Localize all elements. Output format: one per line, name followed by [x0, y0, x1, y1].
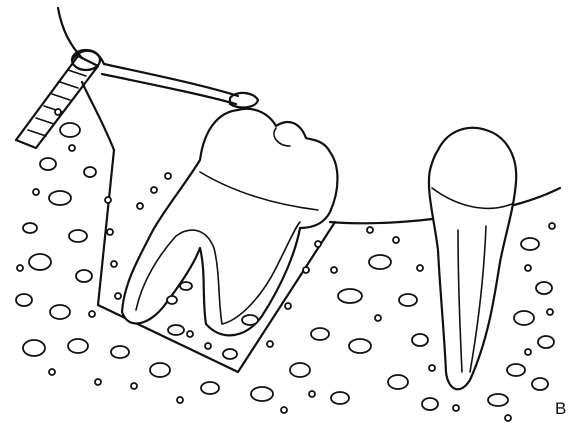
impacted-molar	[122, 109, 338, 336]
panel-label: B	[555, 400, 566, 417]
adjacent-tooth	[429, 128, 516, 389]
retractor-instrument	[16, 50, 100, 148]
